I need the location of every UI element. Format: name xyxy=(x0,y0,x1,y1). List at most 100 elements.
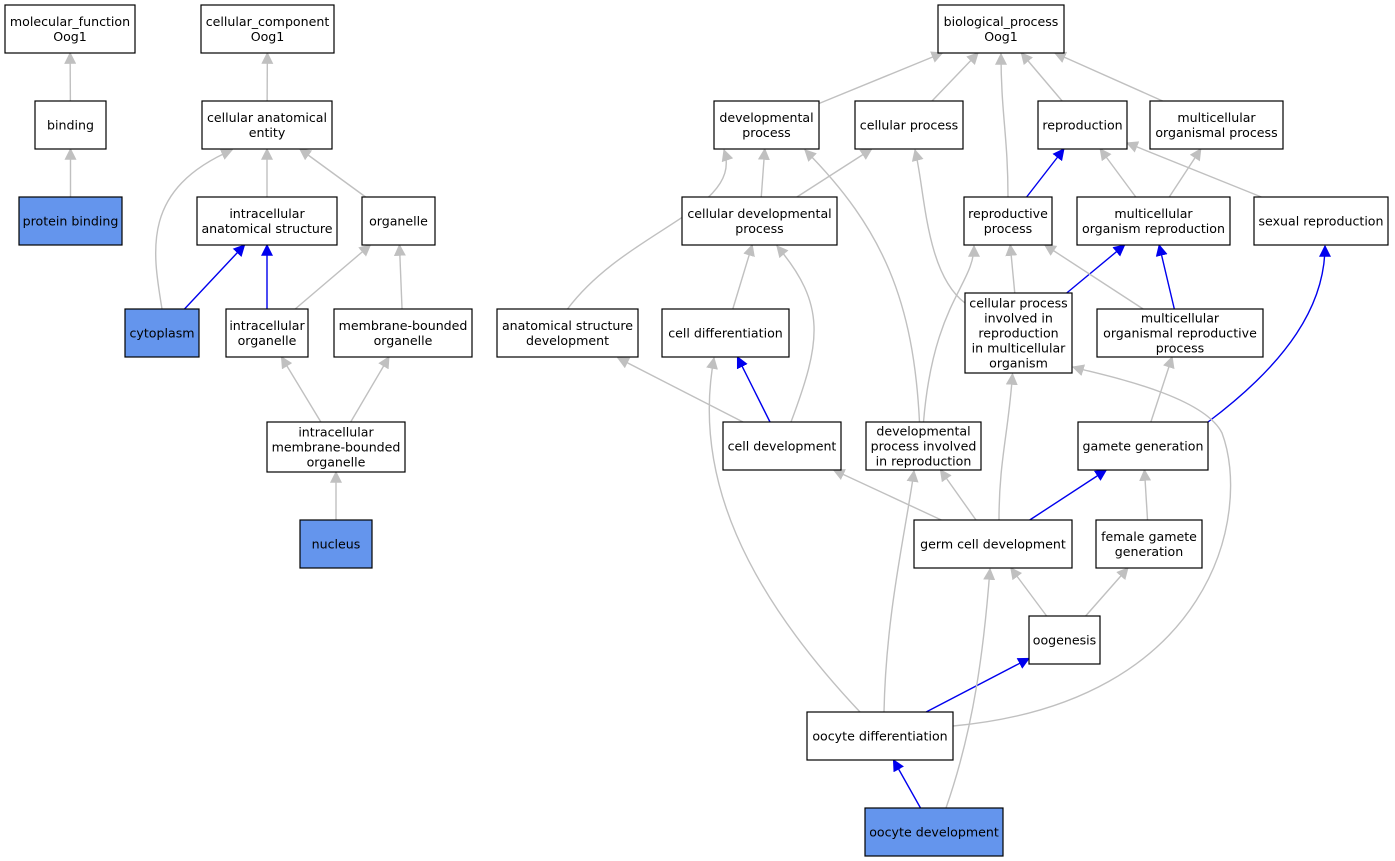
node-label-line: multicellular xyxy=(1114,206,1193,221)
node-label-line: intracellular xyxy=(229,206,305,221)
node-box[interactable] xyxy=(1077,421,1209,471)
edge-line xyxy=(1066,244,1126,294)
node-label-line: female gamete xyxy=(1101,529,1197,544)
node-box[interactable] xyxy=(1028,615,1101,665)
edge-morp-to-mor xyxy=(1155,243,1176,310)
go-term-node-organelle[interactable]: organelle xyxy=(361,196,436,246)
node-label-line: cellular process xyxy=(860,118,958,133)
edge-mbo-to-organelle xyxy=(393,243,406,310)
edge-rp-to-repro xyxy=(1026,148,1065,198)
node-box[interactable] xyxy=(806,711,954,761)
go-term-node-oogenesis[interactable]: oogenesis xyxy=(1028,615,1101,665)
edge-imbo-to-mbo xyxy=(350,355,390,423)
node-label-line: sexual reproduction xyxy=(1258,214,1383,229)
edge-imbo-to-io xyxy=(280,355,322,423)
node-box[interactable] xyxy=(854,100,964,150)
edge-cpirmo-to-rp xyxy=(1005,243,1018,294)
node-box[interactable] xyxy=(124,308,200,358)
node-label-line: germ cell development xyxy=(920,537,1066,552)
go-term-node-binding[interactable]: binding xyxy=(34,100,107,150)
node-box[interactable] xyxy=(963,196,1053,246)
node-box[interactable] xyxy=(225,308,309,358)
node-box[interactable] xyxy=(361,196,436,246)
node-box[interactable] xyxy=(1095,519,1203,569)
node-box[interactable] xyxy=(865,421,982,471)
go-term-node-odev[interactable]: oocyte development xyxy=(864,807,1004,857)
edge-line xyxy=(566,148,734,310)
node-label-line: process involved xyxy=(871,439,977,454)
go-term-node-protein_binding[interactable]: protein binding xyxy=(18,196,123,246)
edge-line xyxy=(1139,468,1152,521)
node-box[interactable] xyxy=(333,308,473,358)
go-term-node-sr[interactable]: sexual reproduction xyxy=(1253,196,1389,246)
go-term-node-cp[interactable]: cellular process xyxy=(854,100,964,150)
node-box[interactable] xyxy=(661,308,790,358)
node-box[interactable] xyxy=(913,519,1073,569)
node-box[interactable] xyxy=(681,196,838,246)
node-box[interactable] xyxy=(1076,196,1231,246)
edge-line xyxy=(796,148,873,198)
node-box[interactable] xyxy=(1037,100,1128,150)
node-label-line: oocyte development xyxy=(869,825,999,840)
node-label-line: developmental xyxy=(719,110,813,125)
go-term-node-nucleus[interactable]: nucleus xyxy=(299,519,373,569)
edge-fgg-to-gg xyxy=(1139,468,1152,521)
node-box[interactable] xyxy=(496,308,639,358)
edge-odiff-to-cdiff xyxy=(706,356,861,713)
go-term-node-cytoplasm[interactable]: cytoplasm xyxy=(124,308,200,358)
node-label-line: process xyxy=(735,221,783,236)
go-term-node-cdev[interactable]: cell development xyxy=(722,421,842,471)
go-term-node-odiff[interactable]: oocyte differentiation xyxy=(806,711,954,761)
go-term-node-gg[interactable]: gamete generation xyxy=(1077,421,1209,471)
node-box[interactable] xyxy=(200,4,335,54)
node-box[interactable] xyxy=(201,100,333,150)
node-label-line: anatomical structure xyxy=(201,221,332,236)
node-box[interactable] xyxy=(964,292,1073,374)
edge-line xyxy=(350,355,390,423)
node-label-line: Oog1 xyxy=(53,29,87,44)
go-term-node-gcd[interactable]: germ cell development xyxy=(913,519,1073,569)
node-box[interactable] xyxy=(4,4,136,54)
node-box[interactable] xyxy=(266,421,406,473)
node-label-line: organismal process xyxy=(1155,125,1277,140)
edge-odiff-to-dpir xyxy=(883,469,919,713)
node-box[interactable] xyxy=(937,4,1065,54)
edge-organelle-to-cae xyxy=(298,148,367,198)
node-label-line: intracellular xyxy=(298,425,374,440)
node-box[interactable] xyxy=(18,196,123,246)
node-box[interactable] xyxy=(34,100,107,150)
node-box[interactable] xyxy=(196,196,338,246)
go-term-node-repro[interactable]: reproduction xyxy=(1037,100,1128,150)
node-box[interactable] xyxy=(722,421,842,471)
node-box[interactable] xyxy=(1149,100,1284,150)
edge-repro-to-bp xyxy=(1020,52,1063,102)
node-label-line: organelle xyxy=(307,455,366,470)
node-box[interactable] xyxy=(713,100,820,150)
node-box[interactable] xyxy=(1096,308,1264,358)
node-box[interactable] xyxy=(299,519,373,569)
go-term-node-cdiff[interactable]: cell differentiation xyxy=(661,308,790,358)
node-label-line: involved in xyxy=(984,311,1053,326)
edge-gcd-to-gg xyxy=(1029,469,1108,521)
node-box[interactable] xyxy=(1253,196,1389,246)
node-box[interactable] xyxy=(864,807,1004,857)
